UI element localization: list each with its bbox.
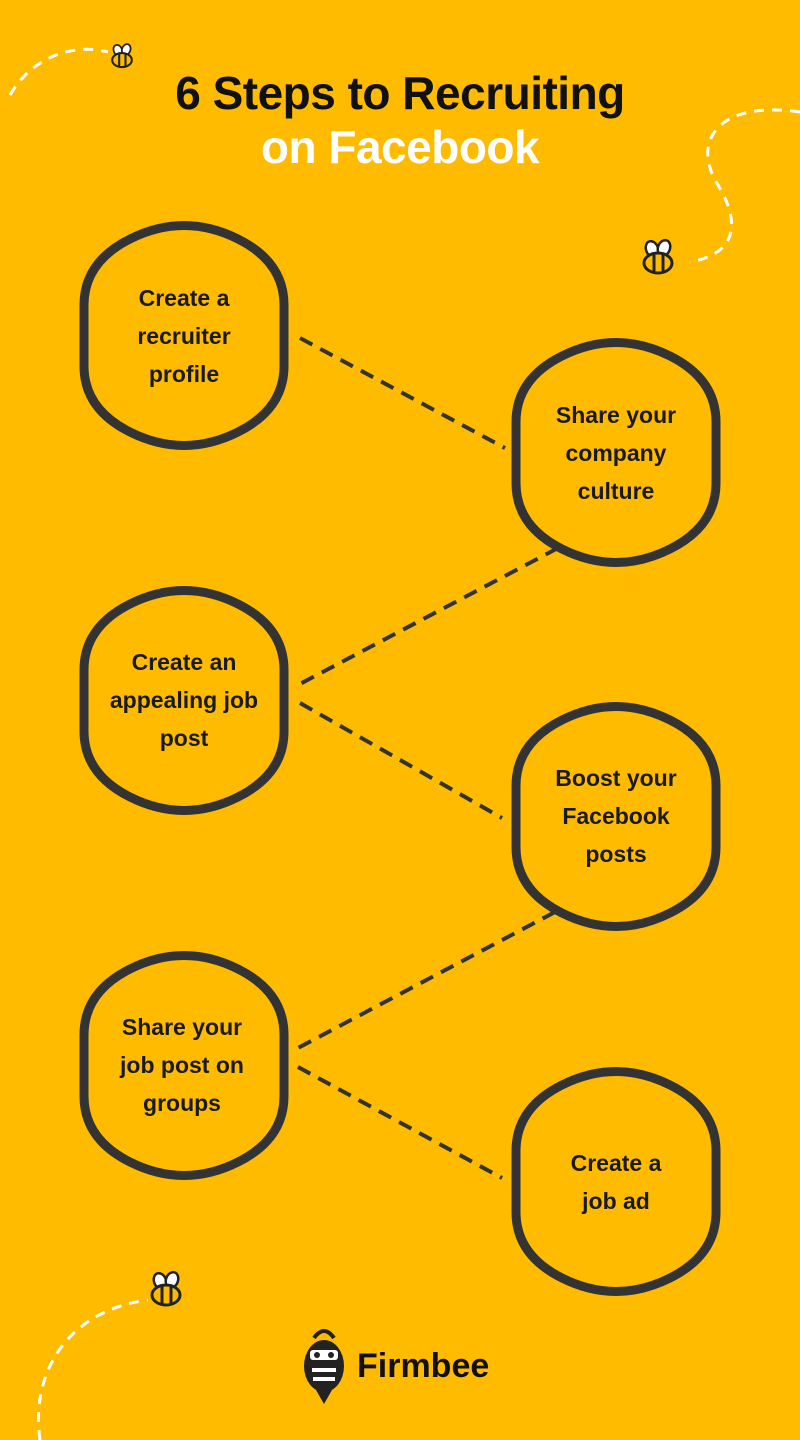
- bee-icon: [150, 1270, 182, 1307]
- step-hexagon: [511, 338, 721, 567]
- flight-path-bottom-left: [37, 1298, 149, 1440]
- step-label-6: Create a job ad: [570, 1150, 662, 1214]
- page-title: 6 Steps to Recruiting: [175, 67, 625, 119]
- step-label-2: Share your company culture: [555, 402, 677, 504]
- step-hexagon: [79, 951, 289, 1180]
- connector-5-6: [297, 1065, 503, 1180]
- step-label-5: Share your job post on groups: [120, 1014, 244, 1116]
- step-label-1: Create a recruiter profile: [137, 285, 231, 387]
- flight-path-top-left: [8, 47, 109, 96]
- connector-1-2: [299, 336, 506, 450]
- step-hexagon: [79, 586, 289, 815]
- connector-4-5: [295, 910, 556, 1051]
- connector-3-4: [299, 701, 503, 820]
- connector-2-3: [297, 546, 559, 687]
- page-subtitle: on Facebook: [260, 121, 540, 173]
- step-label-3: Create an appealing job post: [109, 649, 259, 751]
- step-label-4: Boost your Facebook posts: [555, 765, 677, 867]
- bee-icon: [111, 43, 133, 69]
- brand-name: Firmbee: [357, 1347, 490, 1385]
- flight-path-top-right: [689, 108, 800, 264]
- firmbee-logo-icon: [304, 1329, 344, 1404]
- step-hexagon: [79, 221, 289, 450]
- bee-icon: [642, 238, 674, 275]
- step-hexagon: [511, 1067, 721, 1296]
- step-hexagon: [511, 702, 721, 931]
